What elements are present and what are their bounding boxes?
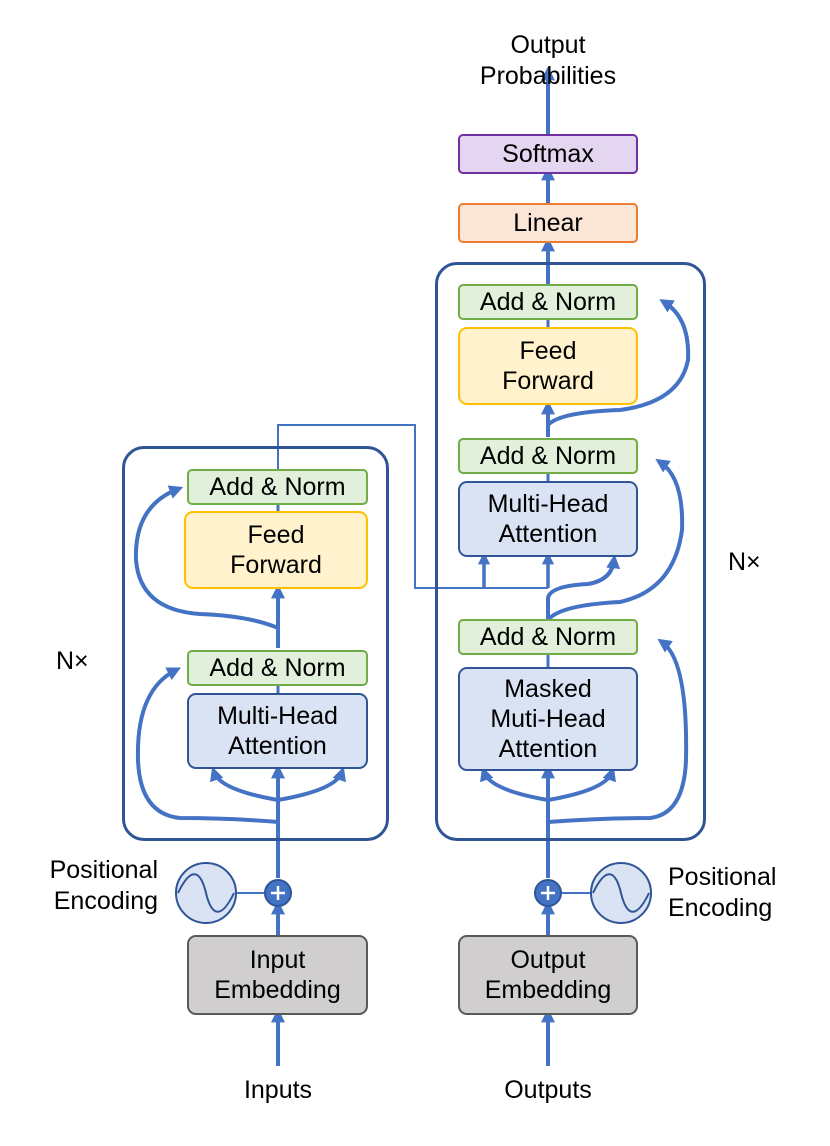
positional-encoding-icon-right: [590, 862, 652, 924]
input-embedding-block: Input Embedding: [187, 935, 368, 1015]
inputs-label: Inputs: [243, 1076, 313, 1104]
decoder-add-norm-top: Add & Norm: [458, 284, 638, 320]
decoder-stack: [435, 262, 706, 841]
positional-encoding-label-left: Positional Encoding: [49, 856, 158, 916]
dec-fan-right: [547, 766, 616, 802]
outputs-label: Outputs: [504, 1076, 592, 1104]
decoder-add-norm-bottom: Add & Norm: [458, 619, 638, 655]
decoder-repeat-label: N×: [728, 548, 761, 576]
add-circle-left: [264, 879, 292, 907]
dec-fan-left: [480, 766, 549, 802]
add-circle-right: [534, 879, 562, 907]
dec-q-branch: [546, 554, 621, 620]
encoder-add-norm-top: Add & Norm: [187, 469, 368, 505]
softmax-block: Softmax: [458, 134, 638, 174]
decoder-masked-attention: Masked Muti-Head Attention: [458, 667, 638, 771]
positional-encoding-icon-left: [175, 862, 237, 924]
enc-residual-top: [133, 485, 279, 630]
decoder-add-norm-middle: Add & Norm: [458, 438, 638, 474]
output-probabilities-label: Output Probabilities: [479, 31, 617, 91]
encoder-feed-forward: Feed Forward: [184, 511, 368, 589]
encoder-add-norm-bottom: Add & Norm: [187, 650, 368, 686]
encoder-repeat-label: N×: [56, 647, 89, 675]
dec-residual-bottom: [547, 638, 689, 824]
dec-residual-top: [546, 299, 691, 427]
linear-block: Linear: [458, 203, 638, 243]
encoder-multi-head-attention: Multi-Head Attention: [187, 693, 368, 769]
decoder-feed-forward: Feed Forward: [458, 327, 638, 405]
output-embedding-block: Output Embedding: [458, 935, 638, 1015]
positional-encoding-label-right: Positional Encoding: [668, 863, 777, 923]
decoder-multi-head-attention: Multi-Head Attention: [458, 481, 638, 557]
enc-residual-bottom: [135, 667, 279, 824]
dec-residual-middle: [546, 458, 685, 622]
enc-fan-left: [210, 766, 279, 802]
cross-connection-line: [277, 424, 548, 589]
enc-fan-right: [277, 766, 346, 802]
encoder-stack: [122, 446, 389, 841]
